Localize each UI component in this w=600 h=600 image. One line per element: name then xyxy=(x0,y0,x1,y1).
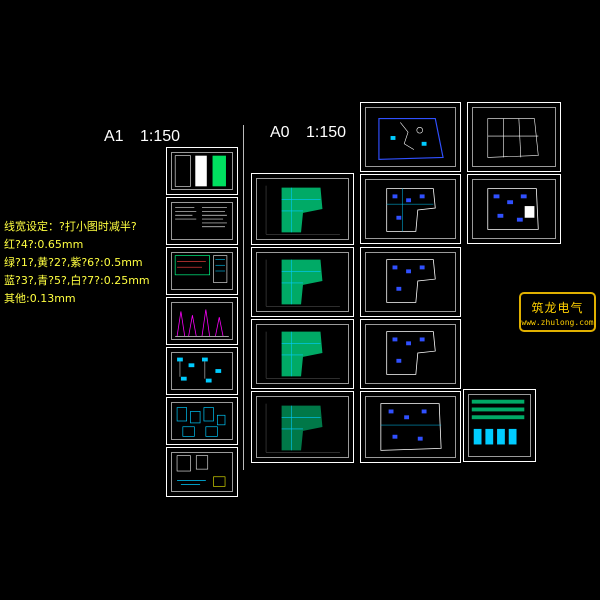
sheet-a1-legend[interactable] xyxy=(166,247,238,295)
sheet-floor-plan-2[interactable] xyxy=(251,247,354,317)
logo-name: 筑龙电气 xyxy=(531,301,584,315)
sheet-a1-details-1[interactable] xyxy=(166,397,238,445)
logo-url: www.zhulong.com xyxy=(521,318,594,327)
sheet-floor-plan-1[interactable] xyxy=(251,173,354,245)
sheet-a1-riser[interactable] xyxy=(166,347,238,395)
sheet-site-plan-2[interactable] xyxy=(467,102,561,172)
a0-label: A0 xyxy=(270,124,290,141)
a1-label: A1 xyxy=(104,128,124,145)
sheet-plan-b1[interactable] xyxy=(360,174,461,244)
line-width-note-other: 其他:0.13mm xyxy=(4,292,76,305)
sheet-floor-plan-3[interactable] xyxy=(251,319,354,389)
line-width-note-title: 线宽设定：?打小图时减半? xyxy=(4,220,137,233)
sheet-a1-notes[interactable] xyxy=(166,197,238,245)
sheet-a1-cover[interactable] xyxy=(166,147,238,195)
a0-scale-label: 1:150 xyxy=(306,124,347,141)
sheet-plan-b2[interactable] xyxy=(360,247,461,317)
sheet-a1-system[interactable] xyxy=(166,297,238,345)
line-width-note-blue: 蓝?3?,青?5?,白?7?:0.25mm xyxy=(4,274,150,287)
a1-scale-label: 1:150 xyxy=(140,128,181,145)
line-width-note-red: 红?4?:0.65mm xyxy=(4,238,84,251)
sheet-a1-details-2[interactable] xyxy=(166,447,238,497)
line-width-note-green: 绿?1?,黄?2?,紫?6?:0.5mm xyxy=(4,256,143,269)
sheet-plan-b3[interactable] xyxy=(360,319,461,389)
sheet-elevation[interactable] xyxy=(463,389,536,462)
zhulong-logo: 筑龙电气 www.zhulong.com xyxy=(519,292,596,332)
sheet-floor-plan-4[interactable] xyxy=(251,391,354,463)
sheet-plan-c1[interactable] xyxy=(467,174,561,244)
layout-divider xyxy=(243,125,244,470)
sheet-site-plan-1[interactable] xyxy=(360,102,461,172)
sheet-plan-b4[interactable] xyxy=(360,391,461,463)
